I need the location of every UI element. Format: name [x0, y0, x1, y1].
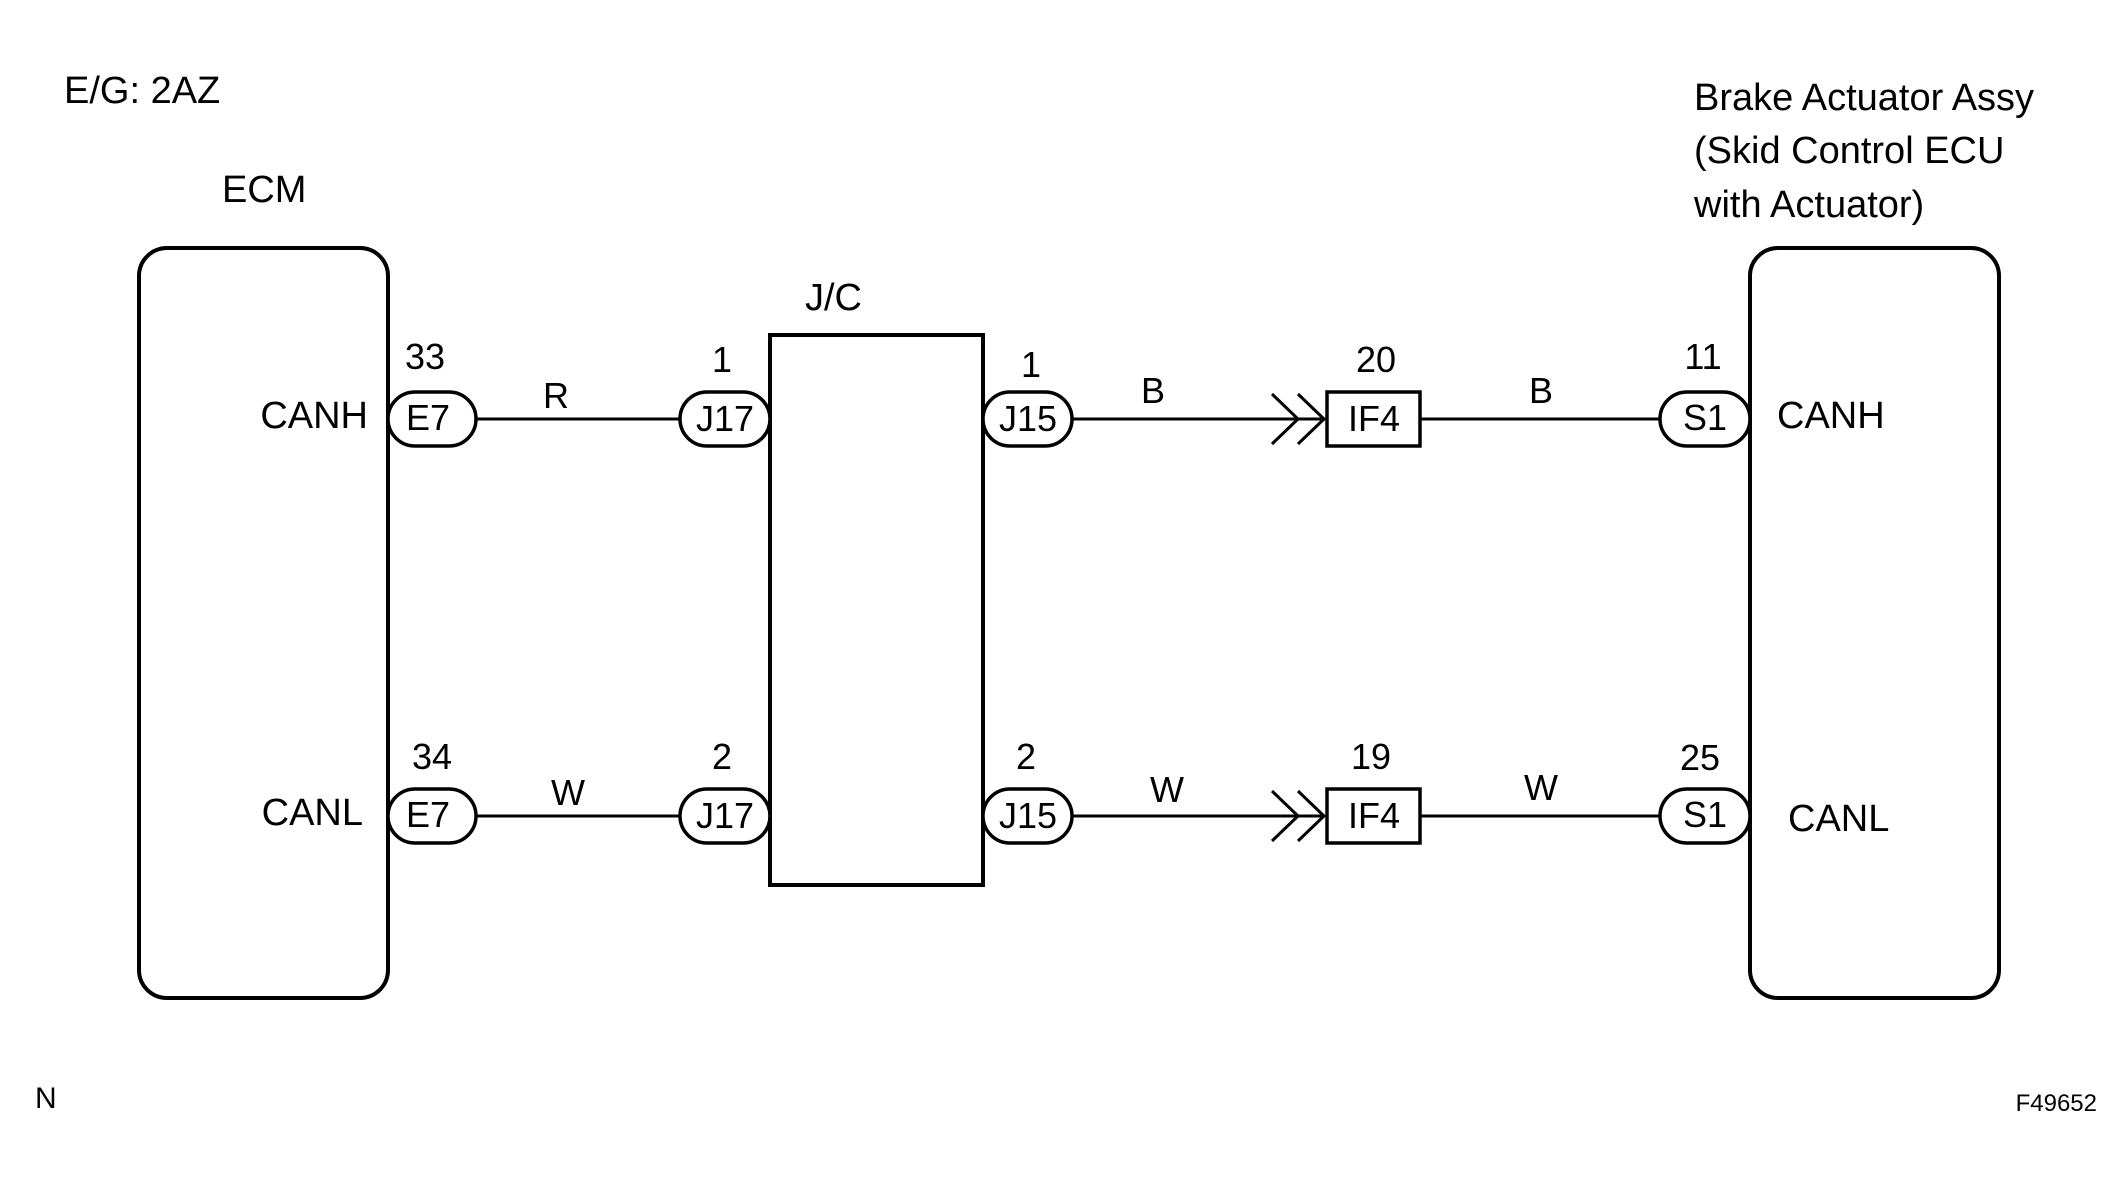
wire-color-canh-ecm-jc: R: [543, 375, 569, 416]
actuator-pin-number-canl: 25: [1680, 737, 1720, 778]
actuator-box: [1748, 246, 2001, 1000]
wire-color-canl-jc-if: W: [1150, 769, 1184, 810]
ecm-signal-canl: CANL: [262, 792, 363, 834]
jc-right-connector-canl-label: J15: [999, 795, 1057, 836]
jc-left-pin-number-canh: 1: [712, 339, 732, 380]
ecm-title: ECM: [222, 169, 306, 211]
jc-right-pin-number-canh: 1: [1021, 344, 1041, 385]
jc-left-connector-canh-label: J17: [696, 398, 754, 439]
corner-mark: N: [35, 1082, 57, 1115]
ecm-box: [137, 246, 390, 1000]
actuator-connector-canh: [1658, 390, 1752, 448]
ecm-pin-number-canh: 33: [405, 336, 445, 377]
ecm-connector-canh-label: E7: [406, 397, 450, 438]
wire-color-canh-jc-if: B: [1141, 370, 1165, 411]
jc-left-pin-number-canl: 2: [712, 736, 732, 777]
inline-connector-canl: [1325, 787, 1422, 845]
jc-left-connector-canl-label: J17: [696, 795, 754, 836]
wire-color-canl-if-actuator: W: [1524, 767, 1558, 808]
inline-connector-arrow-canl: [1270, 789, 1327, 843]
actuator-title-line-2: (Skid Control ECU: [1694, 130, 2004, 172]
jc-right-connector-canl: [981, 787, 1074, 845]
jc-title: J/C: [805, 277, 862, 319]
ecm-signal-canh: CANH: [260, 395, 368, 437]
wire-color-canl-ecm-jc: W: [551, 772, 585, 813]
inline-connector-arrow-canh: [1270, 392, 1327, 446]
ecm-pin-number-canl: 34: [412, 736, 452, 777]
actuator-connector-canl: [1658, 787, 1752, 845]
actuator-connector-canl-label: S1: [1683, 794, 1727, 835]
inline-connector-canh-label: IF4: [1348, 398, 1400, 439]
jc-right-connector-canh-label: J15: [999, 398, 1057, 439]
wire-color-canh-if-actuator: B: [1529, 370, 1553, 411]
inline-pin-number-canh: 20: [1356, 339, 1396, 380]
actuator-title-line-3: with Actuator): [1693, 184, 1924, 226]
inline-connector-canl-label: IF4: [1348, 795, 1400, 836]
inline-pin-number-canl: 19: [1351, 736, 1391, 777]
jc-left-connector-canl: [678, 787, 772, 845]
engine-label: E/G: 2AZ: [64, 70, 220, 112]
figure-id: F49652: [2016, 1090, 2097, 1117]
actuator-pin-number-canh: 11: [1684, 336, 1721, 377]
actuator-signal-canl: CANL: [1788, 798, 1889, 840]
ecm-connector-canh: [386, 390, 478, 448]
actuator-connector-canh-label: S1: [1683, 397, 1727, 438]
ecm-connector-canl: [386, 787, 478, 845]
jc-box: [768, 333, 985, 887]
jc-right-pin-number-canl: 2: [1016, 736, 1036, 777]
inline-connector-canh: [1325, 390, 1422, 448]
actuator-signal-canh: CANH: [1777, 395, 1885, 437]
actuator-title-line-1: Brake Actuator Assy: [1694, 77, 2034, 119]
ecm-connector-canl-label: E7: [406, 794, 450, 835]
jc-left-connector-canh: [678, 390, 772, 448]
jc-right-connector-canh: [981, 390, 1074, 448]
